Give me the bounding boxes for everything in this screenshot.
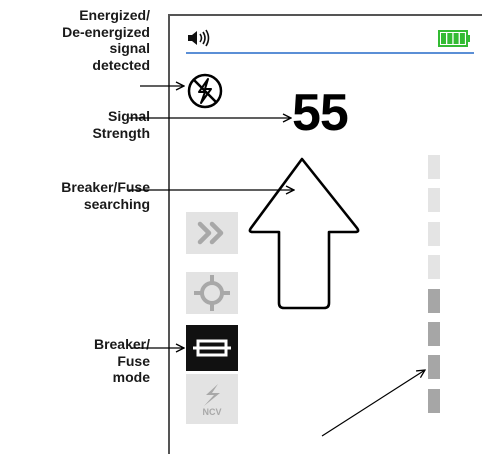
header-divider	[186, 52, 474, 54]
ncv-badge: NCV	[200, 382, 224, 417]
mode-button-target[interactable]	[186, 272, 238, 314]
battery-cell	[459, 33, 465, 44]
mode-button-fuse[interactable]	[186, 325, 238, 371]
battery-cell	[447, 33, 453, 44]
speaker-volume-icon	[188, 29, 210, 47]
battery-cell	[453, 33, 459, 44]
strength-bar-lit	[428, 388, 440, 413]
up-arrow-icon	[248, 157, 360, 310]
fuse-icon	[193, 339, 231, 357]
mode-button-search[interactable]	[186, 212, 238, 254]
double-chevron-right-icon	[197, 221, 224, 245]
callout-lines	[129, 0, 482, 437]
crossed-lightning-icon	[187, 73, 223, 109]
strength-bar-dim	[428, 188, 440, 213]
crosshair-target-icon	[194, 275, 230, 311]
battery-full-icon	[438, 30, 470, 47]
strength-bar-lit	[428, 355, 440, 380]
ncv-label: NCV	[202, 406, 222, 417]
mode-button-ncv[interactable]: NCV	[186, 374, 238, 424]
signal-strength-value: 55	[292, 84, 349, 142]
callout-signal-detected: Energized/ De-energized signal detected	[62, 7, 150, 73]
callout-signal-strength: Signal Strength	[92, 108, 150, 141]
callout-breaker-searching: Breaker/Fuse searching	[61, 179, 150, 212]
strength-bar-dim	[428, 221, 440, 246]
battery-cell	[441, 33, 446, 44]
diagram-stage: Energized/ De-energized signal detected …	[61, 0, 482, 454]
leader-strength-bars	[321, 370, 425, 437]
strength-bar-dim	[428, 155, 440, 179]
strength-bar-dim	[428, 255, 440, 280]
device-screen-frame	[168, 14, 482, 454]
strength-bar-lit	[428, 322, 440, 346]
strength-bar-lit	[428, 288, 440, 313]
lightning-ncv-icon	[204, 383, 220, 406]
